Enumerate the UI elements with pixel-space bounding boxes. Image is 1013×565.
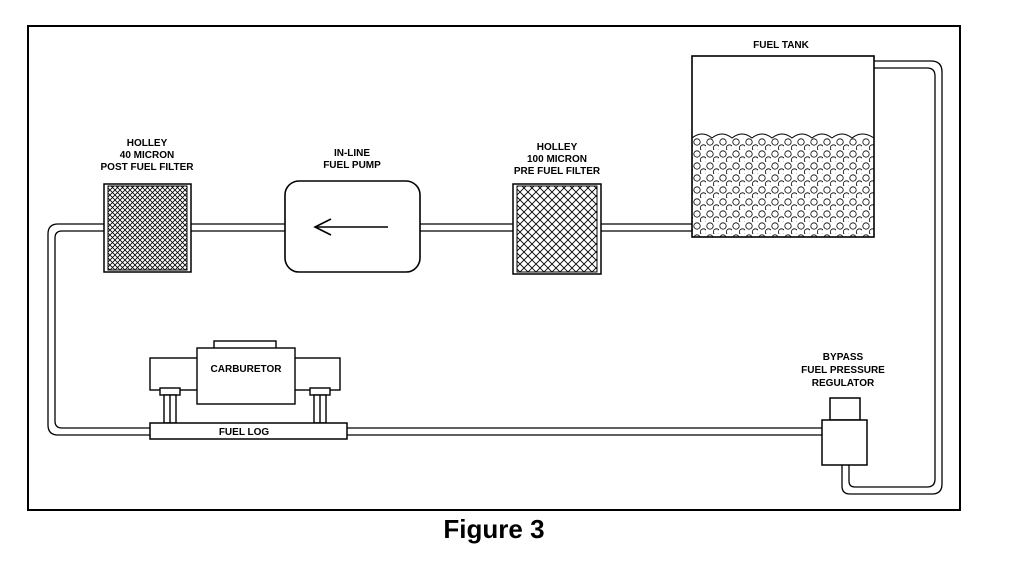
arrow-head-icon	[313, 218, 332, 236]
regulator-label-line3: REGULATOR	[812, 378, 875, 389]
post-filter-label-line2: 40 MICRON	[120, 150, 174, 161]
pre-filter-label-line2: 100 MICRON	[527, 154, 587, 165]
fuel-tank-label: FUEL TANK	[753, 40, 810, 51]
regulator-label-line1: BYPASS	[823, 352, 864, 363]
regulator-label-line2: FUEL PRESSURE	[801, 365, 885, 376]
carburetor-assembly	[149, 340, 341, 424]
figure-caption: Figure 3	[443, 514, 544, 544]
post-filter-label-line1: HOLLEY	[127, 138, 168, 149]
fuel-tank	[691, 55, 875, 238]
fuel-lines	[47, 60, 943, 495]
pump-label-line1: IN-LINE	[334, 148, 370, 159]
post-filter-label-line3: POST FUEL FILTER	[101, 162, 195, 173]
bypass-fuel-pressure-regulator	[821, 397, 868, 466]
carburetor-label: CARBURETOR	[211, 364, 283, 375]
pre-filter-label-line3: PRE FUEL FILTER	[514, 166, 601, 177]
fuel-log-label: FUEL LOG	[219, 427, 270, 438]
pump-label-line2: FUEL PUMP	[323, 160, 381, 171]
post-fuel-filter	[103, 183, 192, 273]
in-line-fuel-pump	[284, 180, 421, 273]
pre-filter-label-line1: HOLLEY	[537, 142, 578, 153]
pre-fuel-filter	[512, 183, 602, 275]
fuel-log	[149, 422, 348, 440]
